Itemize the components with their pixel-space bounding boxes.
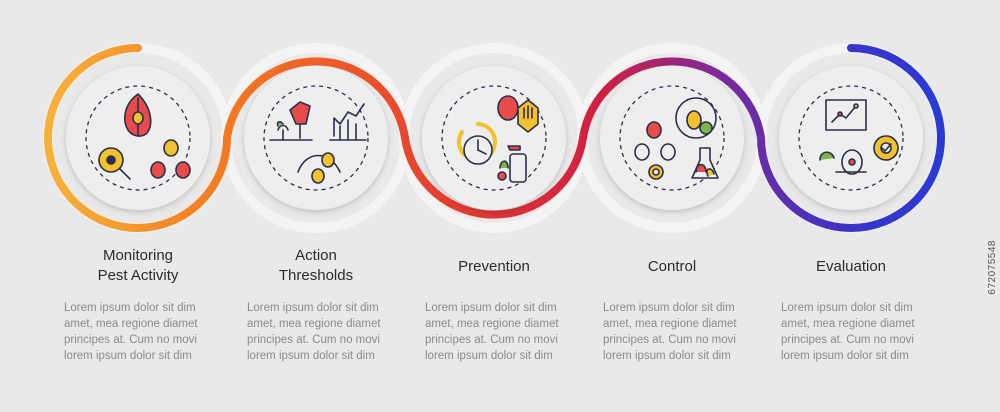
bee-flask-bugs-icon <box>634 97 719 180</box>
desc-line: Lorem ipsum dolor sit dim <box>247 302 379 314</box>
desc-line: Lorem ipsum dolor sit dim <box>425 302 557 314</box>
desc-line: amet, mea regione diamet <box>425 318 559 330</box>
desc-line: amet, mea regione diamet <box>64 318 198 330</box>
step-1-description: Lorem ipsum dolor sit dim amet, mea regi… <box>64 300 239 364</box>
desc-line: lorem ipsum dolor sit dim <box>781 350 909 362</box>
desc-line: principes at. Cum no movi <box>781 334 914 346</box>
desc-line: principes at. Cum no movi <box>425 334 558 346</box>
step-5-circle <box>779 66 923 210</box>
step-1-title-line1: Monitoring <box>102 247 174 264</box>
step-1-title-line2: Pest Activity <box>97 267 179 284</box>
desc-line: lorem ipsum dolor sit dim <box>425 350 553 362</box>
desc-line: Lorem ipsum dolor sit dim <box>64 302 196 314</box>
desc-line: Lorem ipsum dolor sit dim <box>603 302 735 314</box>
step-1-title: Monitoring Pest Activity <box>48 246 228 286</box>
dashed-ring-4 <box>619 85 725 191</box>
dashed-ring-1 <box>85 85 191 191</box>
dashed-ring-5 <box>798 85 904 191</box>
progress-wave <box>44 44 945 233</box>
step-3-title-line1: Prevention <box>458 258 530 275</box>
dashed-ring-3 <box>441 85 547 191</box>
watermark-id: 672075548 <box>987 240 998 295</box>
desc-line: amet, mea regione diamet <box>247 318 381 330</box>
step-2-title: Action Thresholds <box>226 246 406 286</box>
step-2-circle <box>244 66 388 210</box>
step-4-circle <box>600 66 744 210</box>
leaf-bug-magnifier-icon <box>98 93 191 180</box>
desc-line: amet, mea regione diamet <box>781 318 915 330</box>
desc-line: principes at. Cum no movi <box>247 334 380 346</box>
desc-line: lorem ipsum dolor sit dim <box>64 350 192 362</box>
desc-line: principes at. Cum no movi <box>603 334 736 346</box>
step-3-title: Prevention <box>404 257 584 277</box>
step-4-description: Lorem ipsum dolor sit dim amet, mea regi… <box>603 300 778 364</box>
step-5-description: Lorem ipsum dolor sit dim amet, mea regi… <box>781 300 956 364</box>
step-4-title: Control <box>582 257 762 277</box>
step-2-title-line2: Thresholds <box>278 267 354 284</box>
desc-line: principes at. Cum no movi <box>64 334 197 346</box>
step-2-description: Lorem ipsum dolor sit dim amet, mea regi… <box>247 300 422 364</box>
dashed-inner-rings <box>85 85 904 191</box>
dashed-ring-2 <box>263 85 369 191</box>
step-2-title-line1: Action <box>295 247 337 264</box>
desc-line: Lorem ipsum dolor sit dim <box>781 302 913 314</box>
desc-line: lorem ipsum dolor sit dim <box>603 350 731 362</box>
timer-spray-bug-icon <box>456 95 539 183</box>
desc-line: lorem ipsum dolor sit dim <box>247 350 375 362</box>
step-3-description: Lorem ipsum dolor sit dim amet, mea regi… <box>425 300 600 364</box>
step-4-title-line1: Control <box>647 258 697 275</box>
desc-line: amet, mea regione diamet <box>603 318 737 330</box>
step-5-title-line1: Evaluation <box>815 258 887 275</box>
hand-spray-chart-icon <box>269 101 367 184</box>
report-gear-plant-icon <box>819 99 899 175</box>
step-1-circle <box>66 66 210 210</box>
step-5-title: Evaluation <box>761 257 941 277</box>
